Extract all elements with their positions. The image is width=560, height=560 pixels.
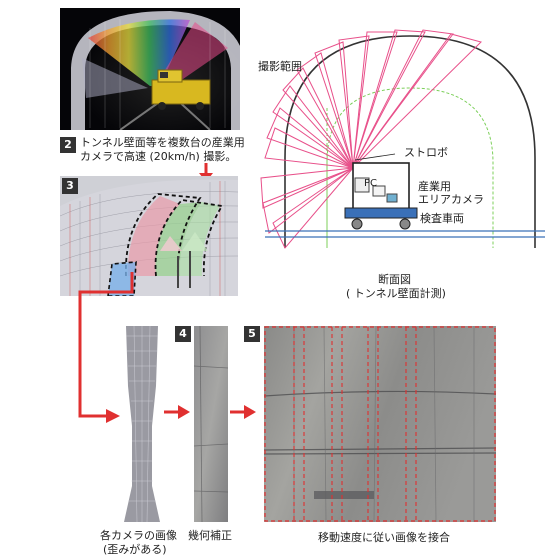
panel4-caption: 幾何補正 — [188, 529, 232, 542]
raw-image-caption-line1: 各カメラの画像 — [100, 529, 177, 542]
pc-label: PC — [364, 178, 378, 189]
raw-camera-image — [122, 326, 162, 522]
panel-number-2: 2 — [60, 137, 76, 153]
strobe-label: ストロボ — [404, 146, 448, 159]
corrected-strip-drawing — [194, 326, 228, 522]
arrow-raw-to-4 — [164, 405, 190, 419]
tunnel-photo-drawing — [60, 8, 240, 130]
wall-model-image — [60, 176, 238, 296]
panel2-caption-line2: カメラで高速 (20km/h) 撮影。 — [80, 150, 237, 163]
cross-section-diagram — [260, 29, 545, 249]
section-title-line1: 断面図 — [378, 273, 411, 286]
camera-label-line1: 産業用 — [418, 180, 451, 193]
raw-image-caption-line2: (歪みがある) — [103, 543, 167, 556]
camera-fields-of-view — [260, 29, 482, 249]
wall-model-drawing — [60, 176, 238, 296]
panel-number-3: 3 — [62, 178, 78, 194]
stitched-image-drawing — [264, 326, 496, 522]
corrected-strip-image — [194, 326, 228, 522]
stitched-image — [264, 326, 496, 522]
capture-range-label: 撮影範囲 — [258, 60, 302, 73]
tunnel-photo — [60, 8, 240, 130]
vehicle-label: 検査車両 — [420, 212, 464, 225]
section-title-line2: ( トンネル壁面計測) — [346, 287, 446, 300]
panel5-caption: 移動速度に従い画像を接合 — [318, 531, 450, 544]
panel-number-5: 5 — [244, 326, 260, 342]
measurement-range-line — [326, 87, 494, 248]
arrow-3-to-raw — [78, 272, 134, 423]
panel-number-4: 4 — [175, 326, 191, 342]
arrow-4-to-5 — [230, 405, 256, 419]
panel2-caption-line1: トンネル壁面等を複数台の産業用 — [80, 136, 245, 149]
raw-camera-image-drawing — [124, 326, 160, 522]
camera-label-line2: エリアカメラ — [418, 193, 484, 206]
